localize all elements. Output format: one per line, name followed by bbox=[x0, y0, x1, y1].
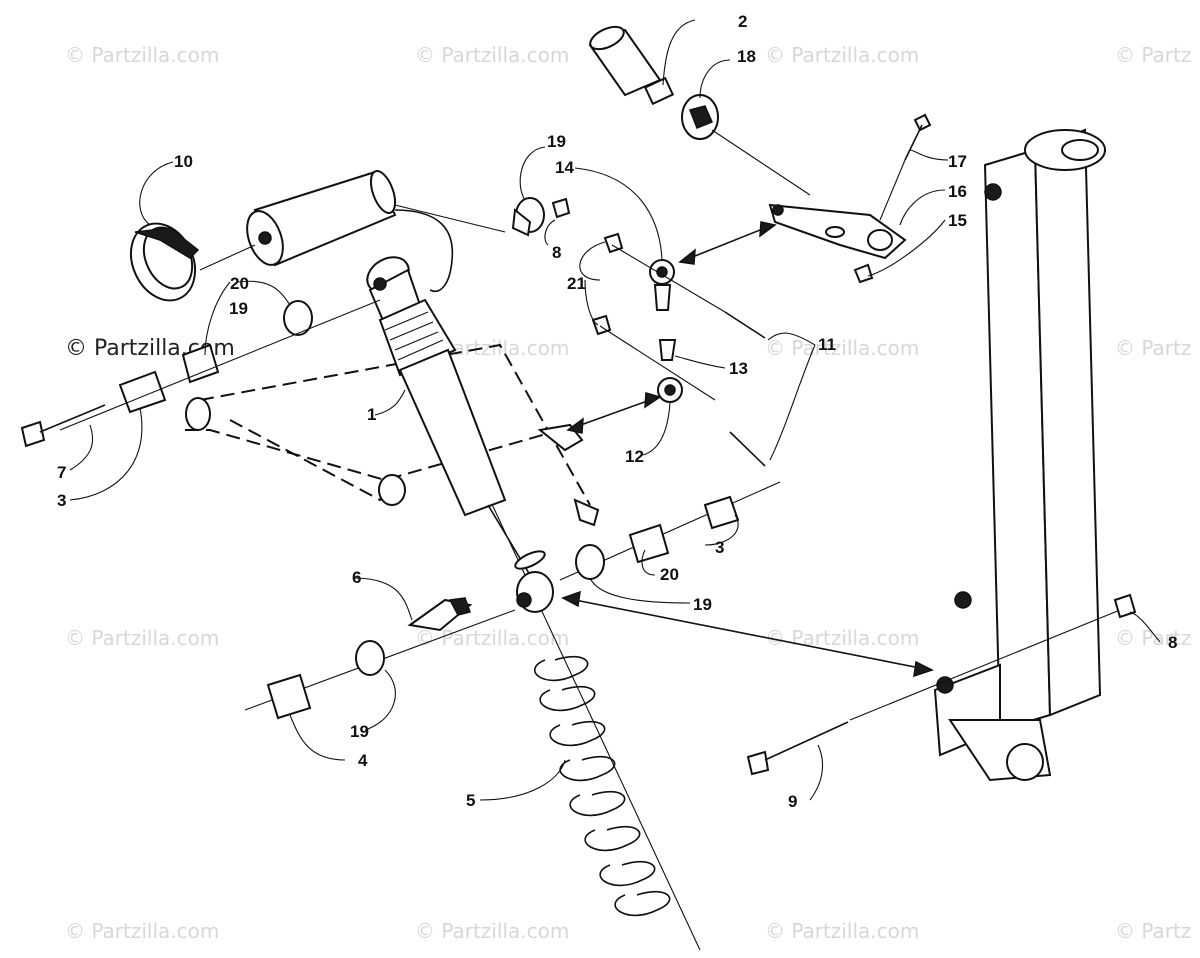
watermark: © Partzilla.com bbox=[415, 919, 569, 943]
watermark: © Partzilla.com bbox=[65, 43, 219, 67]
callout-9: 9 bbox=[788, 792, 797, 811]
callout-5: 5 bbox=[466, 791, 475, 810]
watermark: © Partzilla.com bbox=[65, 626, 219, 650]
callout-19: 19 bbox=[547, 132, 566, 151]
callout-8: 8 bbox=[552, 243, 561, 262]
callout-14: 14 bbox=[555, 158, 574, 177]
callout-4: 4 bbox=[358, 751, 368, 770]
callout-labels: 1 2 3 3 4 5 6 7 8 8 9 10 11 12 13 14 15 … bbox=[57, 12, 1177, 811]
watermark: © Partz bbox=[1115, 336, 1191, 360]
connection-arrows bbox=[561, 221, 934, 678]
callout-15: 15 bbox=[948, 211, 967, 230]
upper-bushings bbox=[20, 197, 571, 448]
callout-16: 16 bbox=[948, 182, 967, 201]
adjuster-knob bbox=[588, 25, 811, 196]
linkage-rod bbox=[591, 232, 766, 467]
callout-11: 11 bbox=[818, 335, 836, 354]
watermark: © Partz bbox=[1115, 43, 1191, 67]
adjuster-lever bbox=[768, 113, 932, 284]
callout-3: 3 bbox=[715, 538, 724, 557]
callout-3: 3 bbox=[57, 491, 66, 510]
watermark: © Partzilla.com bbox=[765, 43, 919, 67]
callout-12: 12 bbox=[625, 447, 644, 466]
callout-19: 19 bbox=[350, 722, 369, 741]
a-arm-reference bbox=[185, 343, 600, 527]
callout-7: 7 bbox=[57, 463, 66, 482]
callout-18: 18 bbox=[737, 47, 756, 66]
watermark: © Partzilla.com bbox=[765, 919, 919, 943]
spindle-bracket bbox=[746, 128, 1137, 782]
callout-1: 1 bbox=[367, 405, 376, 424]
callout-2: 2 bbox=[738, 12, 747, 31]
callout-17: 17 bbox=[948, 152, 967, 171]
watermark: © Partzilla.com bbox=[415, 43, 569, 67]
coil-spring bbox=[534, 655, 671, 917]
watermark: © Partz bbox=[1115, 626, 1191, 650]
callout-21: 21 bbox=[567, 274, 586, 293]
watermark: © Partzilla.com bbox=[765, 336, 919, 360]
callout-10: 10 bbox=[174, 152, 193, 171]
watermark: © Partz bbox=[1115, 919, 1191, 943]
callout-19: 19 bbox=[229, 299, 248, 318]
shock-absorber bbox=[366, 256, 554, 613]
callout-13: 13 bbox=[729, 359, 748, 378]
callout-20: 20 bbox=[230, 274, 249, 293]
watermark: © Partzilla.com bbox=[765, 626, 919, 650]
leader-lines bbox=[69, 19, 1161, 801]
callout-6: 6 bbox=[352, 568, 361, 587]
callout-20: 20 bbox=[660, 565, 679, 584]
watermark-layer: © Partzilla.com © Partzilla.com © Partzi… bbox=[65, 43, 1191, 943]
callout-19: 19 bbox=[693, 595, 712, 614]
watermark: © Partzilla.com bbox=[65, 919, 219, 943]
shock-reservoir bbox=[129, 170, 506, 302]
callout-8: 8 bbox=[1168, 633, 1177, 652]
